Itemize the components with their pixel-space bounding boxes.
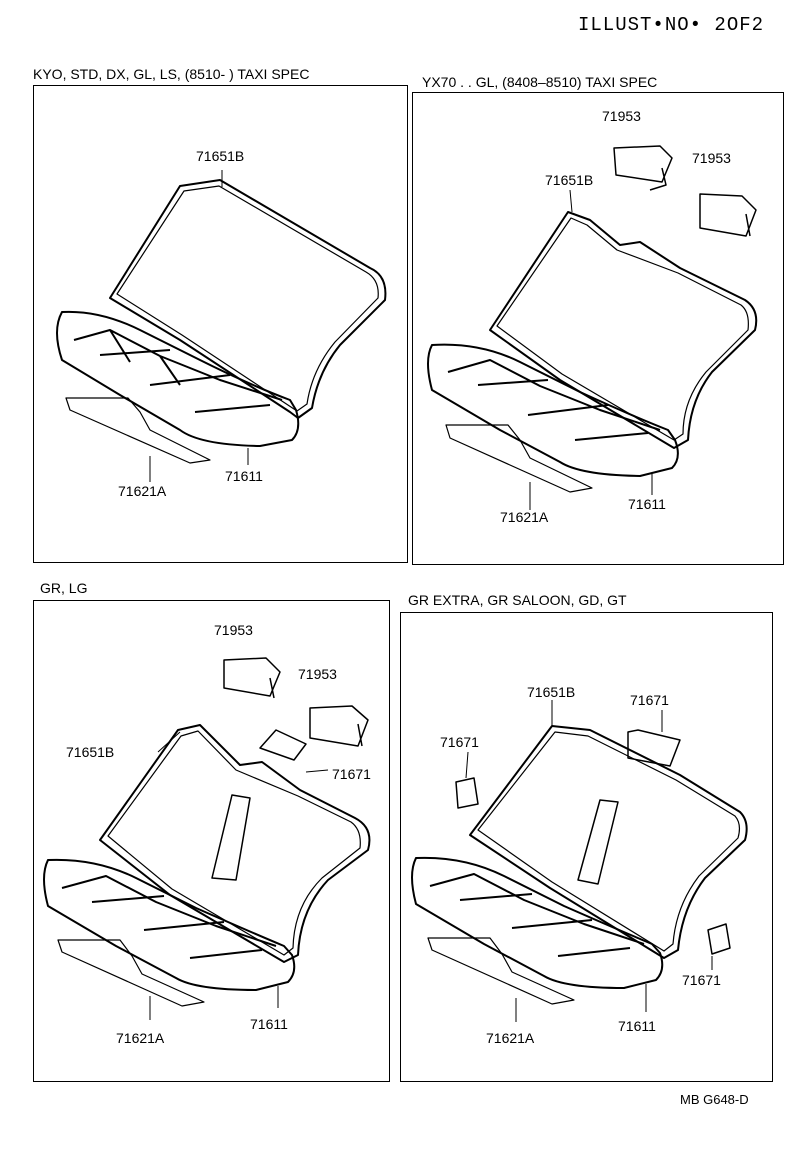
panel-3-title: GR, LG: [40, 580, 88, 596]
panel-1-cushion: [56, 310, 300, 447]
panel-4-part-top: [627, 729, 681, 767]
panel-4-label-part-top: 71671: [630, 692, 669, 708]
panel-3-board: [57, 939, 205, 1007]
panel-4-label-board: 71621A: [486, 1030, 535, 1046]
panel-4-label-cushion: 71611: [618, 1018, 656, 1034]
panel-3-pad-1: [223, 657, 281, 699]
panel-3-label-seatback: 71651B: [66, 744, 115, 760]
panel-1-label-cushion: 71611: [225, 468, 263, 484]
panel-4-board: [427, 937, 575, 1005]
illustration-number: ILLUST•NO• 2OF2: [578, 14, 765, 36]
panel-1-frame: [33, 85, 408, 563]
panel-3-label-pad-2: 71953: [298, 666, 337, 682]
drawing-reference: MB G648-D: [680, 1092, 749, 1107]
panel-2-label-cushion: 71611: [628, 496, 666, 512]
panel-2-title: YX70 . . GL, (8408–8510) TAXI SPEC: [422, 74, 658, 90]
panel-1-seatback: [109, 179, 387, 419]
panel-3-label-cushion: 71611: [250, 1016, 288, 1032]
panel-3-cushion: [43, 858, 296, 991]
panel-2-pad-1: [613, 145, 673, 191]
panel-3-pad-2: [309, 705, 369, 747]
panel-1-label-seatback: 71651B: [196, 148, 245, 164]
panel-3-label-board: 71621A: [116, 1030, 165, 1046]
panel-2-label-pad-2: 71953: [692, 150, 731, 166]
panel-1-title: KYO, STD, DX, GL, LS, (8510- ) TAXI SPEC: [33, 66, 310, 82]
panel-3-part-71671: [259, 729, 307, 761]
panel-3-label-pad-1: 71953: [214, 622, 253, 638]
panel-2-label-pad-1: 71953: [602, 108, 641, 124]
panel-4-seatback: [469, 725, 748, 959]
panel-2-label-board: 71621A: [500, 509, 549, 525]
panel-1-label-board: 71621A: [118, 483, 167, 499]
panel-1-board: [65, 397, 211, 464]
panel-4-part-left: [455, 777, 479, 809]
panel-3-frame: [33, 600, 390, 1082]
panel-4-label-seatback: 71651B: [527, 684, 576, 700]
panel-4-cushion: [411, 856, 664, 989]
panel-2-seatback: [489, 211, 758, 449]
panel-4-title: GR EXTRA, GR SALOON, GD, GT: [408, 592, 627, 608]
panel-4-label-part-right: 71671: [682, 972, 721, 988]
panel-4-frame: [400, 612, 773, 1082]
panel-4-part-right: [707, 923, 731, 955]
panel-2-pad-2: [699, 193, 757, 237]
panel-4-label-part-left: 71671: [440, 734, 479, 750]
panel-3-label-part: 71671: [332, 766, 371, 782]
panel-3-seatback: [99, 724, 371, 963]
panel-2-label-seatback: 71651B: [545, 172, 594, 188]
panel-2-frame: [412, 92, 784, 565]
panel-2-cushion: [427, 343, 679, 477]
panel-2-board: [445, 424, 593, 493]
